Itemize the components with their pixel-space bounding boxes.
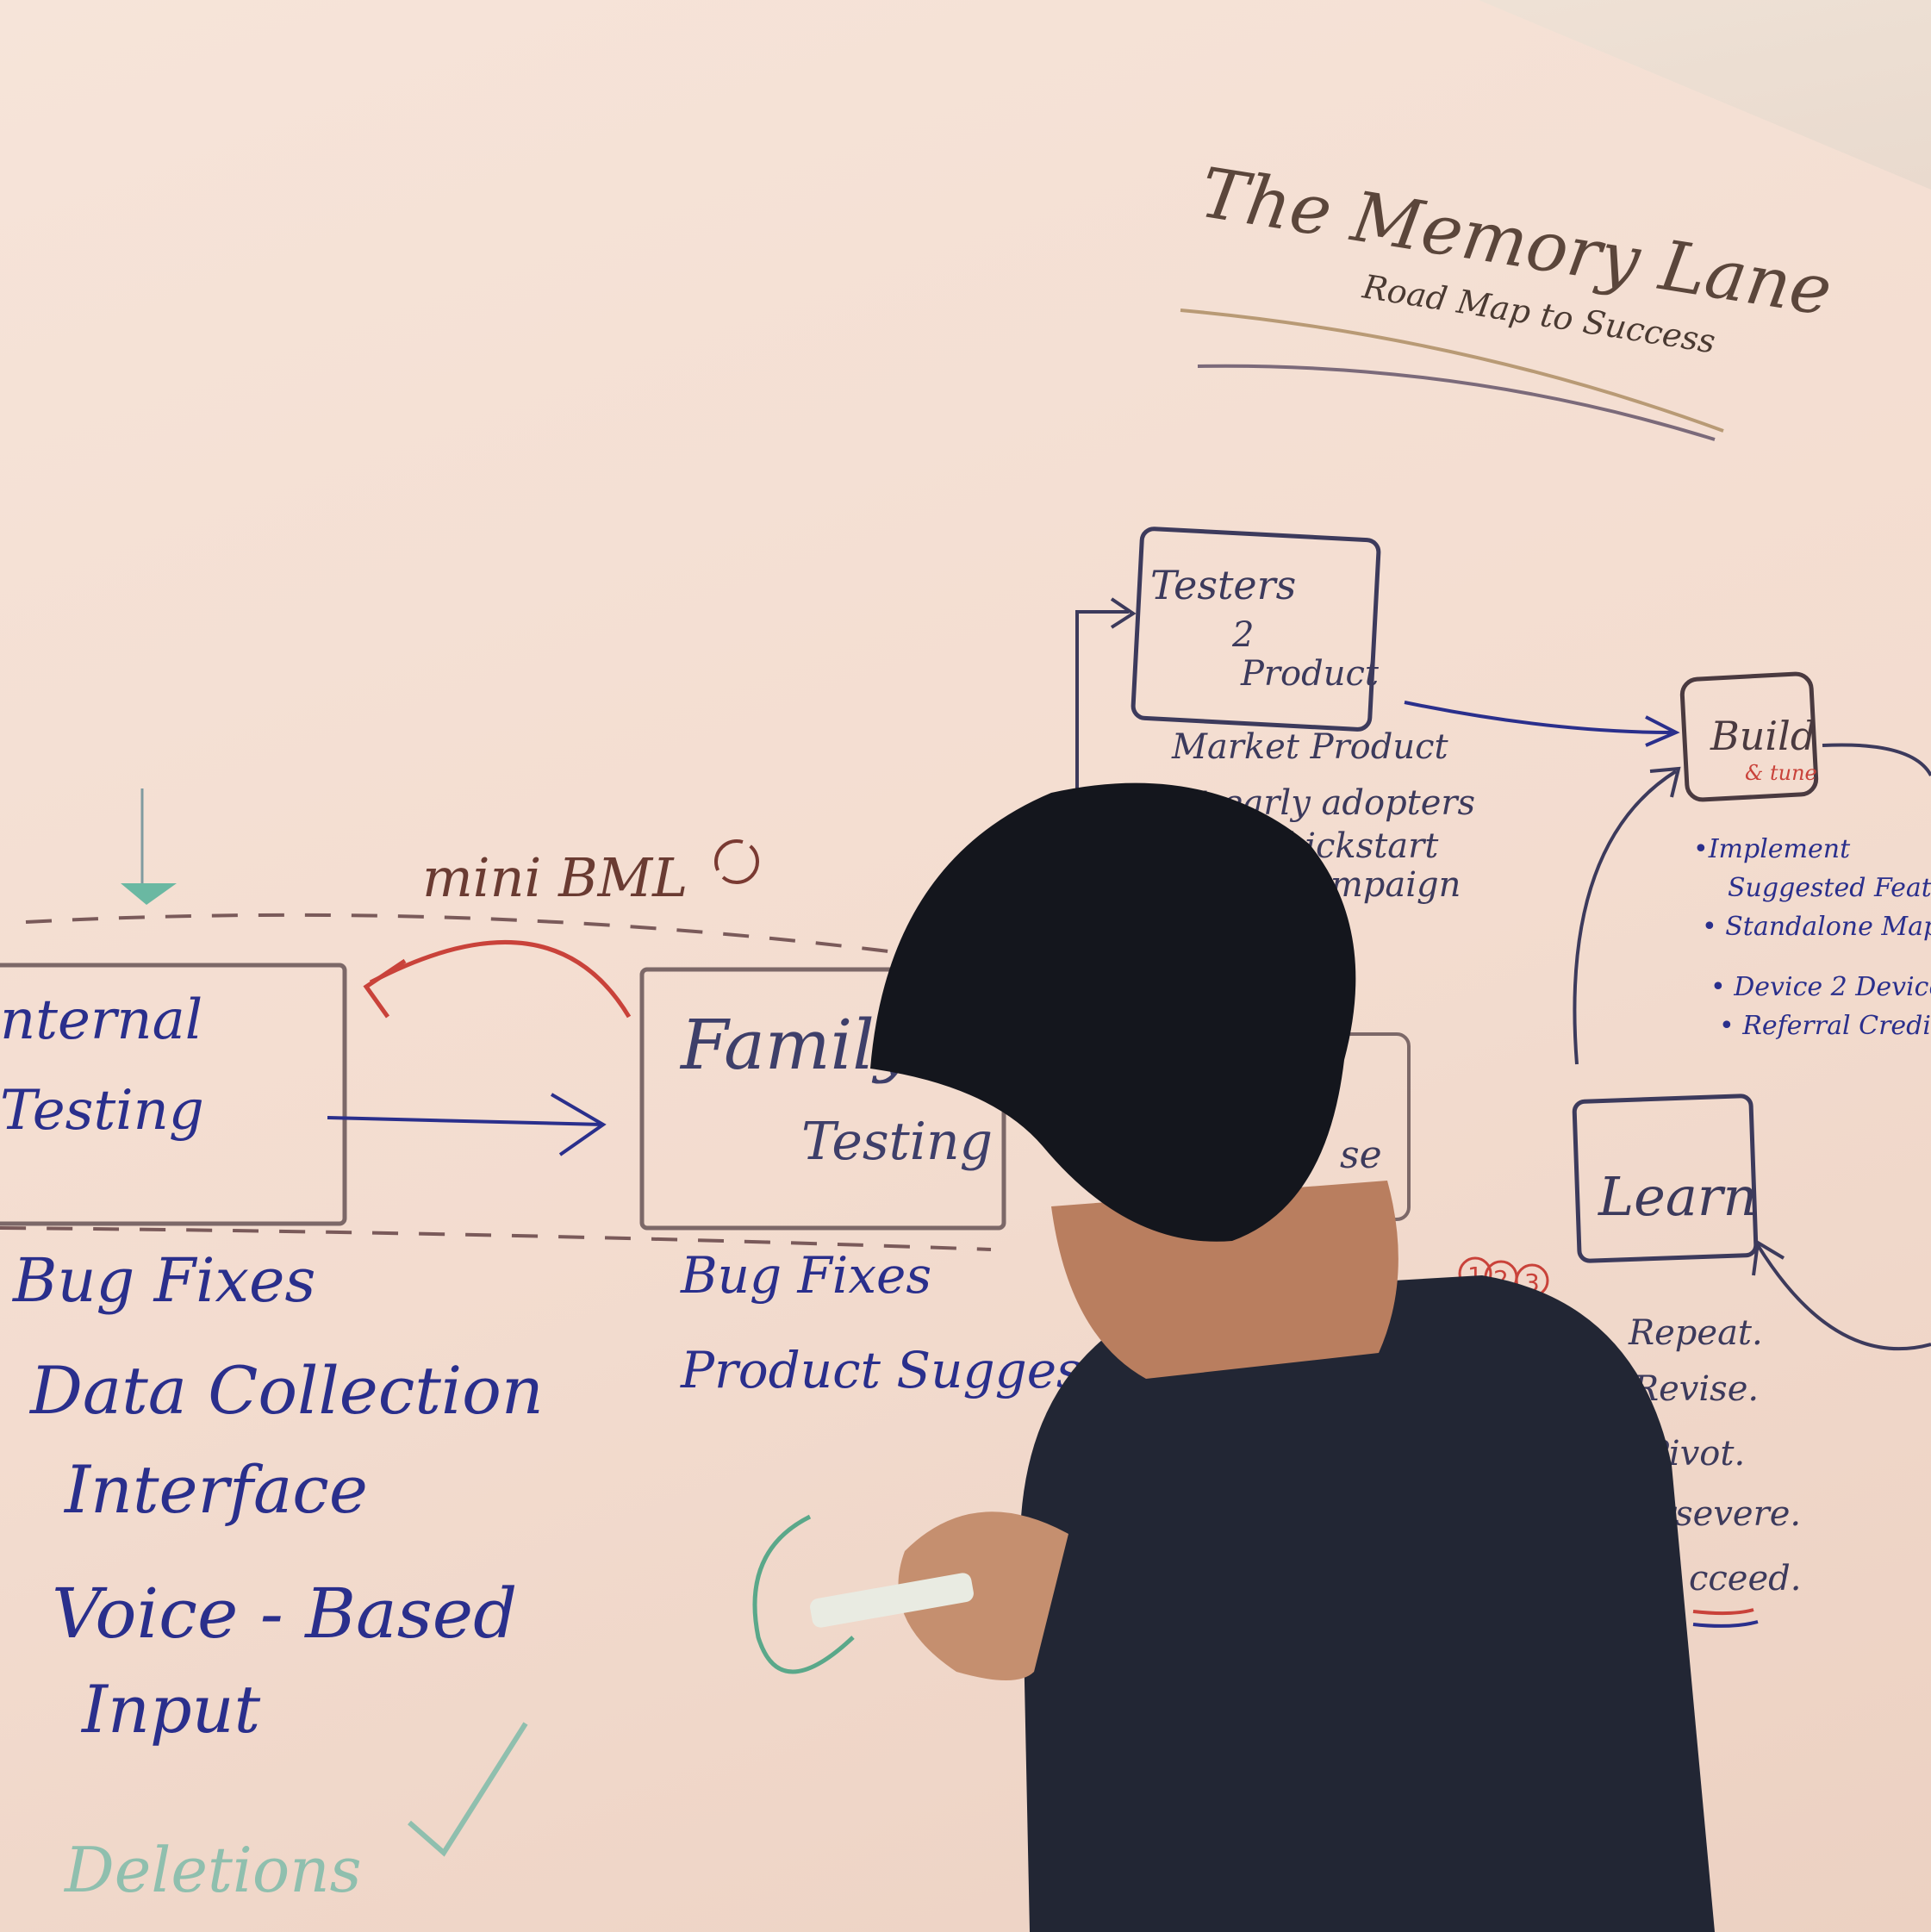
marker-pen xyxy=(810,1573,974,1628)
learn-box xyxy=(1572,1094,1759,1263)
dashed-top xyxy=(25,913,992,967)
green-drawn-circle xyxy=(752,1514,855,1674)
dashed-bottom xyxy=(0,1226,992,1251)
build-item-3: • Standalone Map xyxy=(1702,912,1931,942)
release-line1: se xyxy=(1340,1133,1382,1177)
green-checkmark-icon xyxy=(408,1722,528,1857)
arrow-to-learn xyxy=(1756,1243,1931,1351)
internal-item-5: Input xyxy=(80,1671,261,1748)
learn-underline-red xyxy=(1692,1608,1754,1616)
person-torso xyxy=(1021,1275,1715,1932)
arrow-build-loop xyxy=(1822,743,1931,777)
testers-feed-arrow-head xyxy=(1110,597,1137,629)
learn-line1: Learn xyxy=(1598,1165,1757,1228)
internal-item-2: Data Collection xyxy=(28,1352,544,1429)
internal-item-6: Deletions xyxy=(63,1834,362,1906)
arrow-testers-to-build xyxy=(1404,701,1672,734)
loop-label: mini BML xyxy=(422,846,688,909)
red-return-arrow xyxy=(369,940,632,1019)
person-hair xyxy=(870,782,1356,1242)
build-line2: & tune xyxy=(1745,761,1817,785)
internal-item-4: Voice - Based xyxy=(52,1574,517,1654)
arrow-internal-to-family xyxy=(327,1116,604,1126)
arrow-learn-to-build xyxy=(1573,770,1678,1065)
internal-item-1: Bug Fixes xyxy=(11,1245,315,1316)
learn-item-1: Repeat. xyxy=(1628,1313,1763,1353)
learn-item-4: rsevere. xyxy=(1659,1494,1801,1534)
family-testing-line2: Testing xyxy=(801,1112,993,1172)
arrow-learn-to-build-head xyxy=(1649,766,1681,798)
internal-testing-line1: nternal xyxy=(0,988,202,1052)
internal-testing-line2: Testing xyxy=(0,1079,204,1143)
testers-line2: 2 xyxy=(1231,615,1254,655)
learn-underline-blue xyxy=(1692,1620,1759,1628)
learn-item-2: Revise. xyxy=(1632,1369,1759,1409)
person-writing xyxy=(810,782,1715,1932)
testers-feed-arrow xyxy=(1075,610,1129,819)
title-underline-2 xyxy=(1197,364,1716,441)
build-item-4: • Device 2 Device Commu xyxy=(1710,972,1931,1002)
testers-line3: Product xyxy=(1240,654,1380,694)
title-underline-1 xyxy=(1180,308,1724,433)
loop-cycle-icon xyxy=(714,839,759,884)
internal-item-3: Interface xyxy=(63,1451,368,1528)
person-neck xyxy=(1051,1181,1398,1379)
red-return-arrow-head xyxy=(363,958,407,1019)
build-item-2: Suggested Features xyxy=(1728,873,1931,903)
build-box xyxy=(1679,671,1819,802)
testers-product-box xyxy=(1131,527,1381,732)
arrow-to-learn-head xyxy=(1752,1239,1785,1276)
green-arrow-head xyxy=(121,883,177,905)
build-item-1: •Implement xyxy=(1693,834,1851,864)
arrow-internal-to-family-head xyxy=(550,1093,607,1156)
person-arm xyxy=(898,1511,1068,1680)
market-item-1: Market Product xyxy=(1171,727,1449,767)
arrow-testers-to-build-head xyxy=(1645,715,1680,747)
build-item-5: • Referral Credits xyxy=(1719,1011,1931,1041)
internal-testing-box xyxy=(0,963,347,1226)
build-line1: Build xyxy=(1710,713,1816,759)
testers-line1: Testers xyxy=(1150,562,1296,608)
family-item-1: Bug Fixes xyxy=(680,1246,931,1305)
learn-item-5: cceed. xyxy=(1689,1559,1801,1599)
